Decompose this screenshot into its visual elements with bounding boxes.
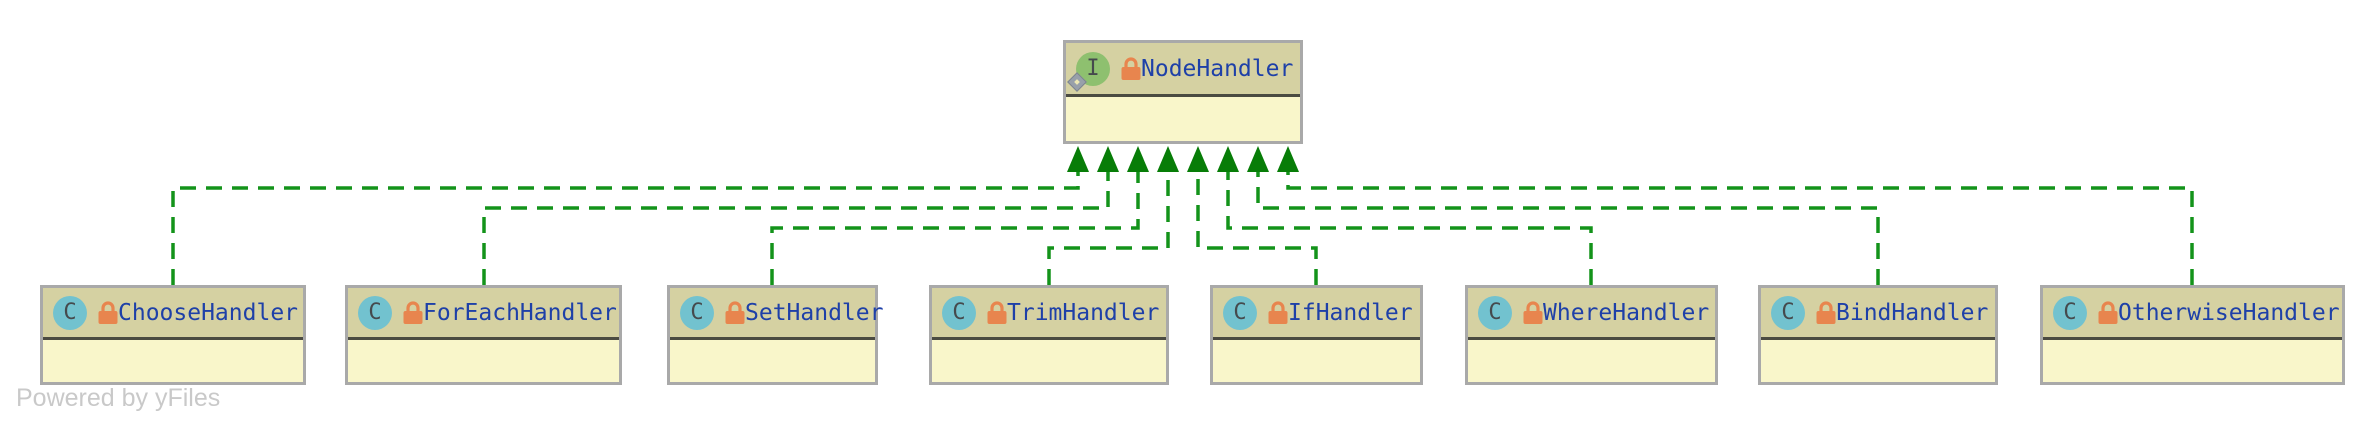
edge-trimhandler-nodehandler[interactable] [1047,146,1179,285]
node-body-compartment [1761,340,1995,382]
interface-icon-letter: I [1086,56,1100,81]
node-header: C ChooseHandler [43,288,303,340]
node-title: IfHandler [1288,299,1413,326]
lock-icon [1523,300,1543,325]
class-icon-letter: C [952,300,966,325]
class-icon-letter: C [63,300,77,325]
class-icon-letter: C [690,300,704,325]
node-header: C SetHandler [670,288,883,340]
lock-icon [1268,300,1288,325]
node-title: BindHandler [1836,299,1989,326]
edge-foreachhandler-nodehandler[interactable] [482,146,1119,285]
edge-ifhandler-nodehandler[interactable] [1187,146,1318,285]
node-choosehandler[interactable]: C ChooseHandler [40,285,306,385]
node-title: ForEachHandler [423,299,617,326]
class-icon-letter: C [368,300,382,325]
node-body-compartment [348,340,619,382]
lock-icon [1816,300,1836,325]
node-header: C ForEachHandler [348,288,619,340]
node-body-compartment [1468,340,1715,382]
lock-icon [987,300,1007,325]
class-icon-letter: C [2063,300,2077,325]
node-nodehandler[interactable]: I NodeHandler [1063,40,1303,144]
node-header: C WhereHandler [1468,288,1715,340]
diamond-badge-icon [1067,71,1087,92]
interface-icon: I [1067,51,1110,92]
node-title: NodeHandler [1141,55,1294,82]
class-icon: C [1223,295,1257,330]
node-otherwisehandler[interactable]: C OtherwiseHandler [2040,285,2345,385]
class-icon: C [358,295,392,330]
edge-choosehandler-nodehandler[interactable] [171,146,1089,285]
node-body-compartment [1066,97,1300,141]
lock-icon [1121,56,1141,81]
lock-icon [98,300,118,325]
node-wherehandler[interactable]: C WhereHandler [1465,285,1718,385]
edge-otherwisehandler-nodehandler[interactable] [1277,146,2194,285]
class-icon-letter: C [1488,300,1502,325]
node-ifhandler[interactable]: C IfHandler [1210,285,1423,385]
node-body-compartment [1213,340,1420,382]
node-title: WhereHandler [1543,299,1710,326]
node-header: C IfHandler [1213,288,1420,340]
node-header: I NodeHandler [1066,43,1300,97]
lock-icon [725,300,745,325]
node-header: C TrimHandler [932,288,1166,340]
node-body-compartment [670,340,875,382]
edge-wherehandler-nodehandler[interactable] [1217,146,1593,285]
lock-icon [2098,300,2118,325]
class-icon: C [1478,295,1512,330]
node-body-compartment [2043,340,2342,382]
class-icon: C [680,295,714,330]
class-icon-letter: C [1781,300,1795,325]
yfiles-watermark-link[interactable]: Powered by yFiles [16,384,221,412]
class-icon: C [942,295,976,330]
edge-bindhandler-nodehandler[interactable] [1247,146,1880,285]
node-header: C OtherwiseHandler [2043,288,2342,340]
edge-sethandler-nodehandler[interactable] [770,146,1149,285]
node-title: OtherwiseHandler [2118,299,2340,326]
node-body-compartment [43,340,303,382]
node-sethandler[interactable]: C SetHandler [667,285,883,385]
node-title: TrimHandler [1007,299,1160,326]
node-body-compartment [932,340,1166,382]
node-title: ChooseHandler [118,299,299,326]
class-icon: C [1771,295,1805,330]
class-icon: C [53,295,87,330]
node-foreachhandler[interactable]: C ForEachHandler [345,285,622,385]
lock-icon [403,300,423,325]
node-trimhandler[interactable]: C TrimHandler [929,285,1169,385]
class-icon-letter: C [1233,300,1247,325]
node-title: SetHandler [745,299,884,326]
node-header: C BindHandler [1761,288,1995,340]
node-bindhandler[interactable]: C BindHandler [1758,285,1998,385]
class-icon: C [2053,295,2087,330]
